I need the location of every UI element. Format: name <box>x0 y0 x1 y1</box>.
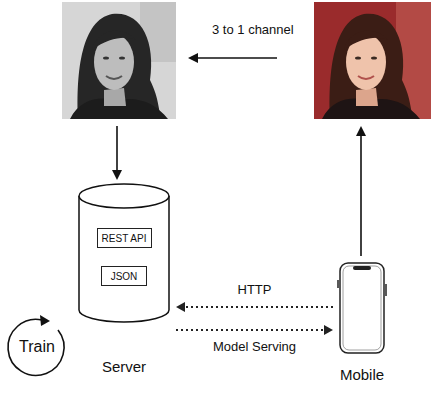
node-caption: Mobile <box>340 366 384 383</box>
dotted-connector <box>176 325 333 335</box>
server-cylinder: ServerREST APIJSON <box>78 184 170 322</box>
training-label: Train <box>19 338 55 356</box>
phone-outline <box>339 262 385 354</box>
box-label: REST API <box>102 233 147 244</box>
cylinder-outline <box>78 184 170 322</box>
box-label: JSON <box>111 271 138 282</box>
format-box: REST API <box>97 228 152 248</box>
connector-label: HTTP <box>236 282 274 297</box>
connector-label: Model Serving <box>211 339 298 354</box>
train-loop <box>8 315 64 375</box>
format-box: JSON <box>101 266 147 286</box>
colour-photo <box>314 2 431 119</box>
node-caption: Server <box>102 358 146 375</box>
dotted-connector <box>176 302 333 312</box>
conversion-label: 3 to 1 channel <box>212 22 294 37</box>
mobile-phone: Mobile <box>339 262 385 354</box>
grayscale-photo <box>62 2 176 119</box>
